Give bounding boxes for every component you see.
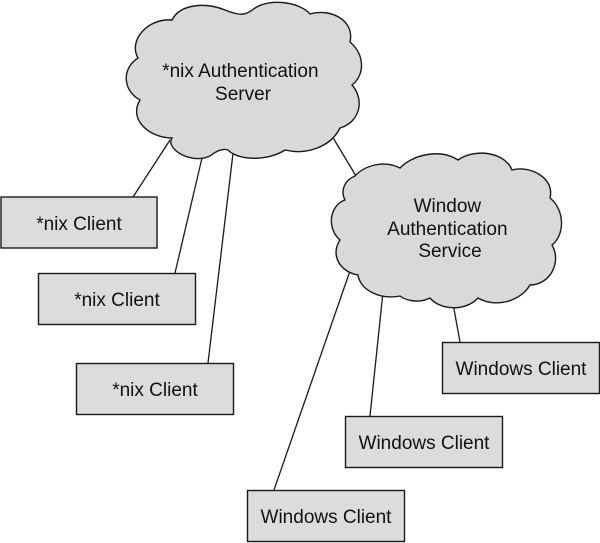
box-shape [75, 362, 235, 416]
box-shape [0, 196, 158, 249]
nix-client-node-3[interactable]: *nix Client [75, 362, 235, 416]
win-client-1-label: Windows Client [456, 359, 588, 380]
nix-client-node-2[interactable]: *nix Client [37, 272, 197, 326]
box-shape [37, 272, 197, 326]
win-client-2-label: Windows Client [359, 433, 491, 454]
box-shape [246, 489, 406, 543]
nix-client-node-1[interactable]: *nix Client [0, 196, 158, 249]
edge-nix-server-to-nix-client-2 [174, 157, 203, 274]
win-service-label-line-2: Authentication [387, 219, 507, 240]
windows-authentication-service-node[interactable]: Window Authentication Service [330, 152, 563, 309]
nix-authentication-server-node[interactable]: *nix Authentication Server [125, 1, 363, 160]
windows-client-node-2[interactable]: Windows Client [344, 415, 504, 469]
nix-server-label: *nix Authentication Server [162, 61, 324, 105]
nix-client-2-label: *nix Client [74, 290, 160, 311]
edge-nix-server-to-nix-client-1 [132, 139, 171, 198]
box-shape [441, 341, 600, 395]
edge-win-service-to-win-client-3 [273, 267, 352, 491]
win-service-label-line-3: Service [418, 241, 481, 262]
win-service-label-line-1: Window [414, 196, 482, 217]
box-shape [344, 415, 504, 469]
edge-nix-server-to-nix-client-3 [207, 144, 235, 364]
cloud-shape [330, 152, 563, 309]
cloud-shape [125, 1, 363, 160]
nix-client-1-label: *nix Client [36, 214, 122, 235]
win-service-label: Window Authentication Service [387, 196, 513, 262]
win-client-3-label: Windows Client [261, 507, 393, 528]
windows-client-node-3[interactable]: Windows Client [246, 489, 406, 543]
nix-server-label-line-1: *nix Authentication [162, 61, 318, 82]
windows-client-node-1[interactable]: Windows Client [441, 341, 600, 395]
edge-win-service-to-win-client-2 [369, 291, 384, 417]
nix-client-3-label: *nix Client [112, 380, 198, 401]
nix-server-label-line-2: Server [215, 84, 272, 105]
